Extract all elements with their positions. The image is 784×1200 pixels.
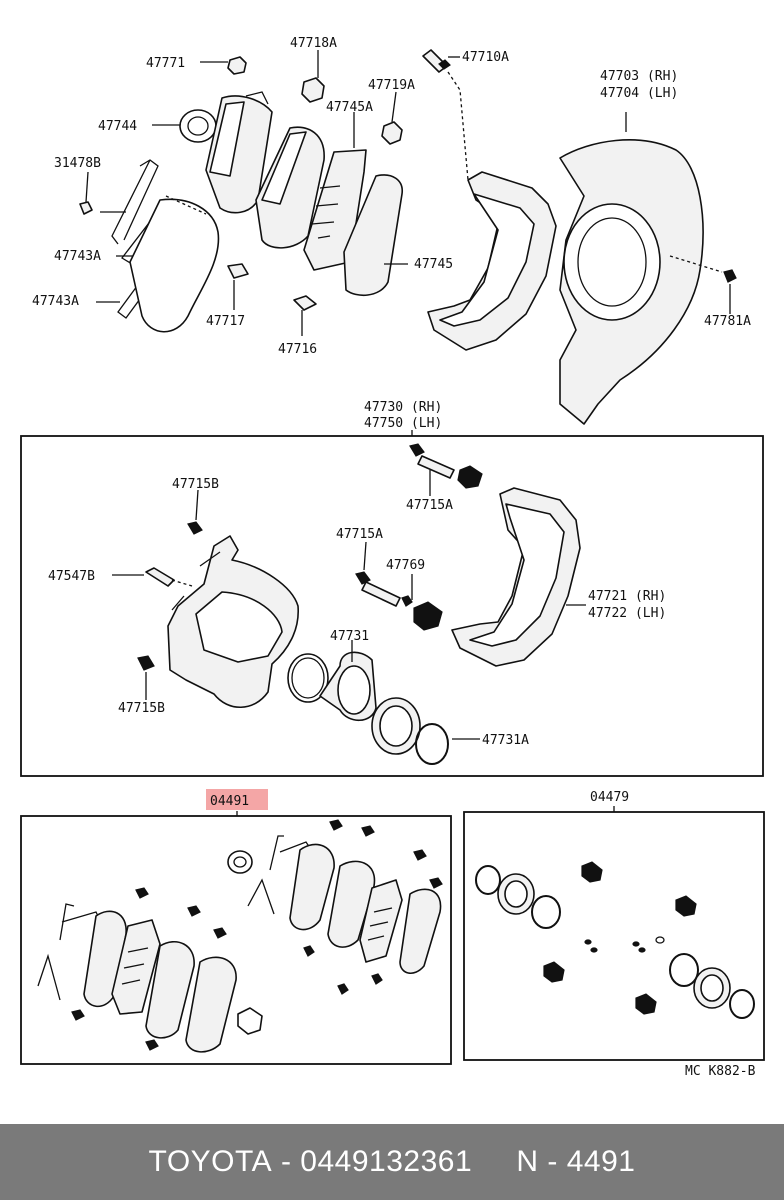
part-47769-boot xyxy=(411,574,443,631)
part-47781a-bolt xyxy=(669,255,737,314)
seal-kit-box xyxy=(463,811,765,1061)
label-47771: 47771 xyxy=(146,56,185,71)
label-47731: 47731 xyxy=(330,629,369,644)
label-47744: 47744 xyxy=(98,119,137,134)
diagram-code: MC K882-B xyxy=(685,1064,756,1079)
brake-pad-inner xyxy=(255,126,325,249)
part-47731-piston xyxy=(319,640,377,722)
label-47721: 47721 (RH) xyxy=(588,589,666,604)
label-47769: 47769 xyxy=(386,558,425,573)
label-47547b: 47547B xyxy=(48,569,95,584)
brake-pad-outer xyxy=(205,91,273,214)
part-47715b-bolt-bot xyxy=(137,655,155,700)
part-47718a-clip xyxy=(301,50,325,103)
label-47717: 47717 xyxy=(206,314,245,329)
footer-brand: TOYOTA xyxy=(148,1145,273,1178)
footer-ref-prefix: N xyxy=(516,1145,539,1178)
label-47715a-mid: 47715A xyxy=(336,527,383,542)
part-47715a-pin-mid xyxy=(355,541,413,607)
caliper-outline-small xyxy=(100,195,220,333)
label-47710a: 47710A xyxy=(462,50,509,65)
part-47717-clip xyxy=(227,263,249,310)
label-47715a-top: 47715A xyxy=(406,498,453,513)
label-47704: 47704 (LH) xyxy=(600,86,678,101)
label-47703: 47703 (RH) xyxy=(600,69,678,84)
footer-part-number: 0449132361 xyxy=(300,1145,473,1178)
label-47743a-2: 47743A xyxy=(32,294,79,309)
label-04491: 04491 xyxy=(210,794,249,809)
caliper-body xyxy=(167,535,299,708)
pad-kit-parts xyxy=(37,819,443,1053)
part-47731a-ring xyxy=(415,723,480,765)
part-47703-dust-cover xyxy=(559,112,704,425)
footer-separator-2: - xyxy=(547,1145,558,1178)
label-47781a: 47781A xyxy=(704,314,751,329)
label-47718a: 47718A xyxy=(290,36,337,51)
caliper-assembly-box xyxy=(20,435,764,777)
label-47719a: 47719A xyxy=(368,78,415,93)
footer-ref-number: 4491 xyxy=(566,1145,636,1178)
part-47719a-clip xyxy=(381,91,403,145)
part-47715a-pin-top xyxy=(409,443,483,496)
part-47716-clip xyxy=(293,295,317,336)
part-piston-seal xyxy=(287,653,329,703)
pad-kit-box xyxy=(20,815,452,1065)
brake-parts-diagram: 47771 47718A 47710A 47744 47745A xyxy=(20,36,765,1079)
footer-bar: TOYOTA - 0449132361 N - 4491 xyxy=(0,1124,784,1200)
caliper-torque-plate xyxy=(427,171,557,351)
part-47744-shim xyxy=(152,109,217,143)
label-31478b: 31478B xyxy=(54,156,101,171)
label-47715b-bot: 47715B xyxy=(118,701,165,716)
label-47750: 47750 (LH) xyxy=(364,416,442,431)
part-47745-shim xyxy=(343,174,408,297)
label-47745a: 47745A xyxy=(326,100,373,115)
label-47722: 47722 (LH) xyxy=(588,606,666,621)
part-47715b-bolt-top xyxy=(187,489,203,535)
part-47547b-bleeder xyxy=(112,567,193,587)
footer-separator-1: - xyxy=(280,1145,292,1178)
label-47731a: 47731A xyxy=(482,733,529,748)
part-47710a-bleeder xyxy=(422,49,469,181)
part-31478b-clip xyxy=(79,171,93,215)
part-47721-torque-plate xyxy=(451,487,586,667)
label-47730: 47730 (RH) xyxy=(364,400,442,415)
seal-kit-parts xyxy=(475,861,755,1019)
label-47745: 47745 xyxy=(414,257,453,272)
part-47771-clip xyxy=(200,56,247,75)
label-47716: 47716 xyxy=(278,342,317,357)
label-04479: 04479 xyxy=(590,790,629,805)
part-piston-boot xyxy=(371,697,421,755)
label-47743a-1: 47743A xyxy=(54,249,101,264)
label-47715b-top: 47715B xyxy=(172,477,219,492)
label-04491-highlight xyxy=(206,789,268,810)
